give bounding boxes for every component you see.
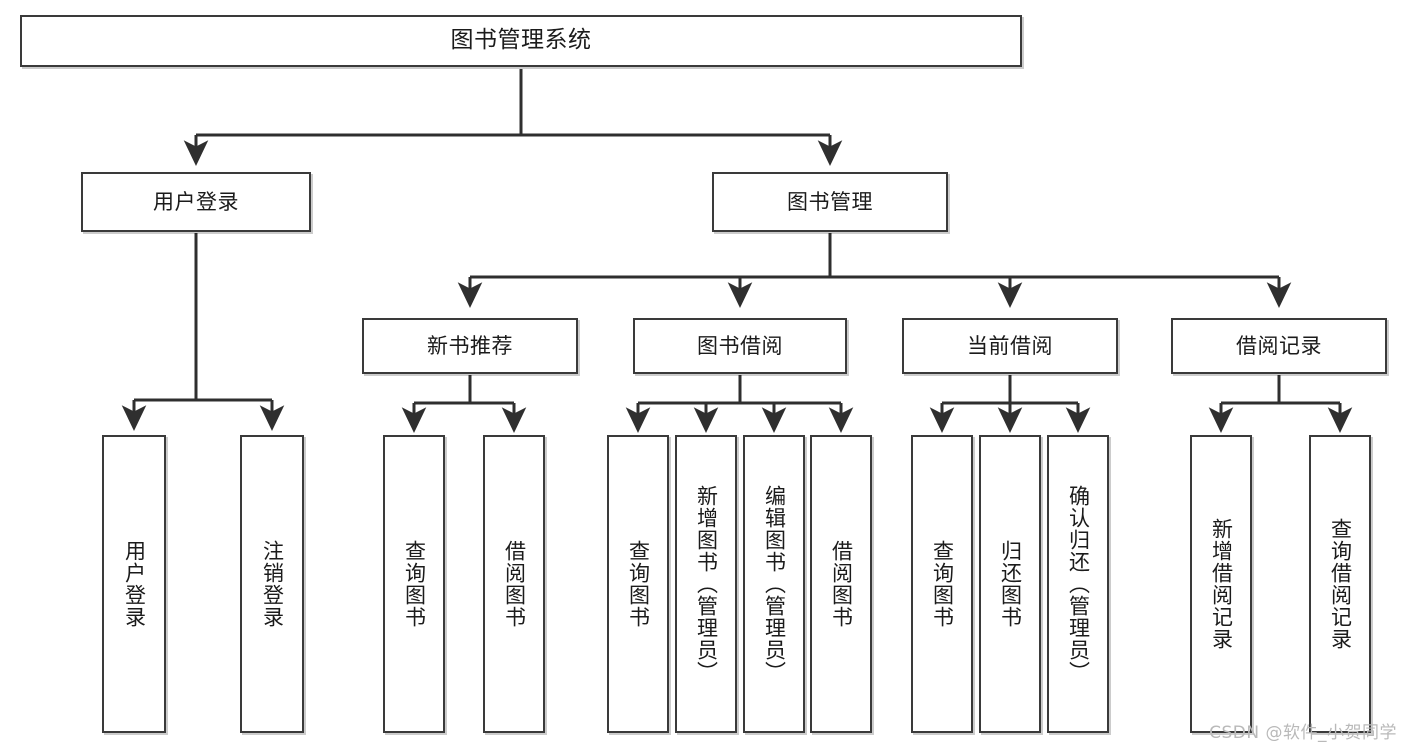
leaf-borrow-book-rec[interactable]: 借阅图书 (483, 435, 545, 733)
node-label: 编辑图书（管理员） (762, 485, 787, 683)
leaf-query-book-borrow[interactable]: 查询图书 (607, 435, 669, 733)
node-label: 图书管理系统 (450, 27, 592, 54)
node-label: 借阅图书 (829, 540, 854, 628)
node-label: 借阅记录 (1236, 333, 1322, 358)
node-user-login[interactable]: 用户登录 (81, 172, 311, 232)
node-label: 查询图书 (930, 540, 955, 628)
node-current-borrow[interactable]: 当前借阅 (902, 318, 1118, 374)
leaf-user-login[interactable]: 用户登录 (102, 435, 166, 733)
node-label: 借阅图书 (502, 540, 527, 628)
node-label: 注销登录 (260, 540, 285, 628)
node-label: 图书借阅 (697, 333, 783, 358)
node-new-book-recommend[interactable]: 新书推荐 (362, 318, 578, 374)
leaf-return-book[interactable]: 归还图书 (979, 435, 1041, 733)
leaf-borrow-book-borrow[interactable]: 借阅图书 (810, 435, 872, 733)
node-label: 归还图书 (998, 540, 1023, 628)
node-label: 新书推荐 (427, 333, 513, 358)
node-label: 查询图书 (402, 540, 427, 628)
leaf-confirm-return-admin[interactable]: 确认归还（管理员） (1047, 435, 1109, 733)
leaf-edit-book-admin[interactable]: 编辑图书（管理员） (743, 435, 805, 733)
leaf-query-book-rec[interactable]: 查询图书 (383, 435, 445, 733)
leaf-add-borrow-record[interactable]: 新增借阅记录 (1190, 435, 1252, 733)
node-label: 新增图书（管理员） (694, 485, 719, 683)
watermark-text: CSDN @软件_小贺同学 (1209, 723, 1397, 743)
node-label: 用户登录 (122, 540, 147, 628)
node-label: 查询借阅记录 (1328, 518, 1353, 650)
node-label: 新增借阅记录 (1209, 518, 1234, 650)
leaf-query-borrow-record[interactable]: 查询借阅记录 (1309, 435, 1371, 733)
leaf-logout-login[interactable]: 注销登录 (240, 435, 304, 733)
node-book-borrow[interactable]: 图书借阅 (633, 318, 847, 374)
node-label: 图书管理 (787, 189, 873, 214)
leaf-query-book-current[interactable]: 查询图书 (911, 435, 973, 733)
node-label: 用户登录 (153, 189, 239, 214)
node-label: 查询图书 (626, 540, 651, 628)
node-book-manage[interactable]: 图书管理 (712, 172, 948, 232)
node-label: 当前借阅 (967, 333, 1053, 358)
leaf-add-book-admin[interactable]: 新增图书（管理员） (675, 435, 737, 733)
node-borrow-record[interactable]: 借阅记录 (1171, 318, 1387, 374)
node-label: 确认归还（管理员） (1066, 485, 1091, 683)
node-root-system[interactable]: 图书管理系统 (20, 15, 1022, 67)
